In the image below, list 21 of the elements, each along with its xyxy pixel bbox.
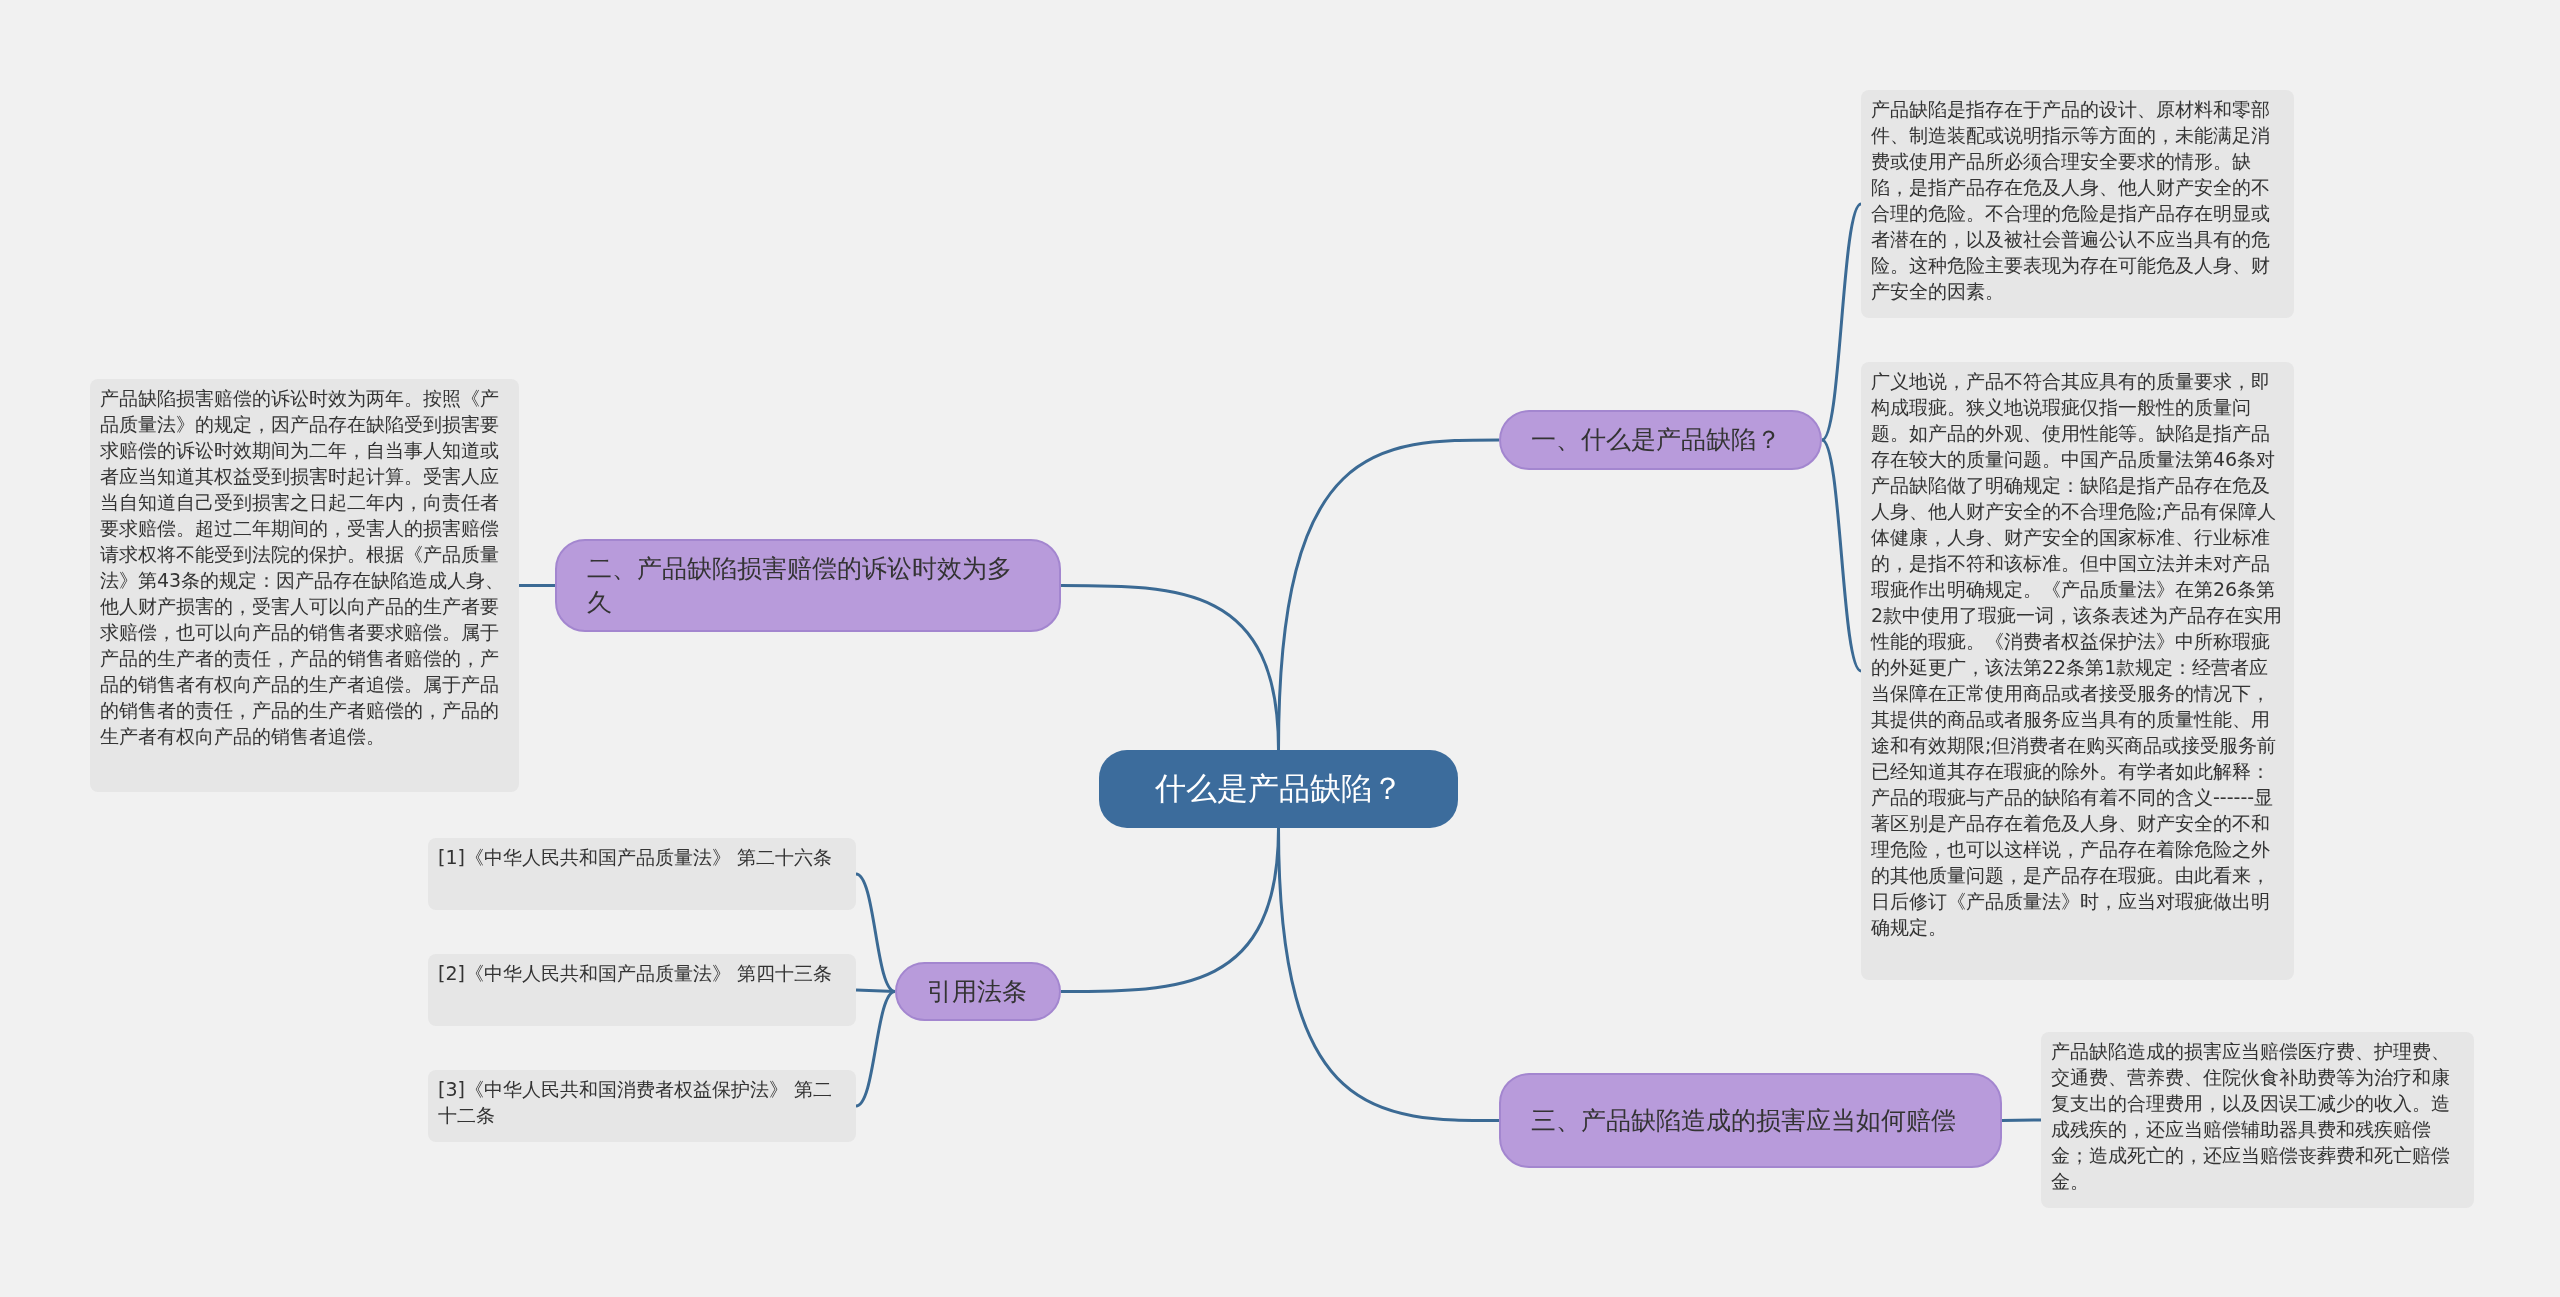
- text-card: [2]《中华人民共和国产品质量法》 第四十三条: [428, 954, 856, 1026]
- connector: [1061, 827, 1280, 993]
- text-card: 产品缺陷是指存在于产品的设计、原材料和零部件、制造装配或说明指示等方面的，未能满足消费或使用产品所必须合理安全要求的情形。缺陷，是指产品存在危及人身、他人财产安全的不合理的危险。不合理的危险是指产品存在明显或者潜在的，以及被社会普遍公认不应当具有的危险。这种危险主要表现为存在可能危及人身、财产安全的因素。: [1861, 90, 2294, 318]
- connector: [855, 990, 896, 1108]
- connector: [519, 584, 555, 587]
- topic-node: 什么是产品缺陷？: [1099, 750, 1458, 828]
- text-card: 产品缺陷造成的损害应当赔偿医疗费、护理费、交通费、营养费、住院伙食补助费等为治疗和康复支出的合理费用，以及因误工减少的收入。造成残疾的，还应当赔偿辅助器具费和残疾赔偿金；造成死亡的，还应当赔偿丧葬费和死亡赔偿金。: [2041, 1032, 2474, 1208]
- connector: [1820, 438, 1863, 673]
- branch-node: 二、产品缺陷损害赔偿的诉讼时效为多久: [555, 539, 1061, 632]
- text-card: 产品缺陷损害赔偿的诉讼时效为两年。按照《产品质量法》的规定，因产品存在缺陷受到损害要求赔偿的诉讼时效期间为二年，自当事人知道或者应当知道其权益受到损害时起计算。受害人应当自知道自己受到损害之日起二年内，向责任者要求赔偿。超过二年期间的，受害人的损害赔偿请求权将不能受到法院的保护。根据《产品质量法》第43条的规定：因产品存在缺陷造成人身、他人财产损害的，受害人可以向产品的生产者要求赔偿，也可以向产品的销售者要求赔偿。属于产品的生产者的责任，产品的销售者赔偿的，产品的销售者有权向产品的生产者追偿。属于产品的销售者的责任，产品的生产者赔偿的，产品的生产者有权向产品的销售者追偿。: [90, 379, 519, 792]
- branch-node: 三、产品缺陷造成的损害应当如何赔偿: [1499, 1073, 2002, 1168]
- text-card: [1]《中华人民共和国产品质量法》 第二十六条: [428, 838, 856, 910]
- connector: [855, 872, 896, 993]
- connector: [855, 988, 896, 993]
- branch-node: 引用法条: [895, 962, 1061, 1021]
- connector: [2001, 1118, 2042, 1122]
- text-card: [3]《中华人民共和国消费者权益保护法》 第二十二条: [428, 1070, 856, 1142]
- branch-node: 一、什么是产品缺陷？: [1499, 410, 1822, 470]
- connector: [1820, 202, 1863, 442]
- connector: [1061, 584, 1280, 751]
- text-card: 广义地说，产品不符合其应具有的质量要求，即构成瑕疵。狭义地说瑕疵仅指一般性的质量问题。如产品的外观、使用性能等。缺陷是指产品存在较大的质量问题。中国产品质量法第46条对产品缺陷做了明确规定：缺陷是指产品存在危及人身、他人财产安全的不合理危险;产品有保障人体健康，人身、财产安全的国家标准、行业标准的，是指不符和该标准。但中国立法并未对产品瑕疵作出明确规定。《产品质量法》在第26条第2款中使用了瑕疵一词，该条表述为产品存在实用性能的瑕疵。《消费者权益保护法》中所称瑕疵的外延更广，该法第22条第1款规定：经营者应当保障在正常使用商品或者接受服务的情况下，其提供的商品或者服务应当具有的质量性能、用途和有效期限;但消费者在购买商品或接受服务前已经知道其存在瑕疵的除外。有学者如此解释：产品的瑕疵与产品的缺陷有着不同的含义------显著区别是产品存在着危及人身、财产安全的不和理危险，也可以这样说，产品存在着除危险之外的其他质量问题，是产品存在瑕疵。由此看来，日后修订《产品质量法》时，应当对瑕疵做出明确规定。: [1861, 362, 2294, 980]
